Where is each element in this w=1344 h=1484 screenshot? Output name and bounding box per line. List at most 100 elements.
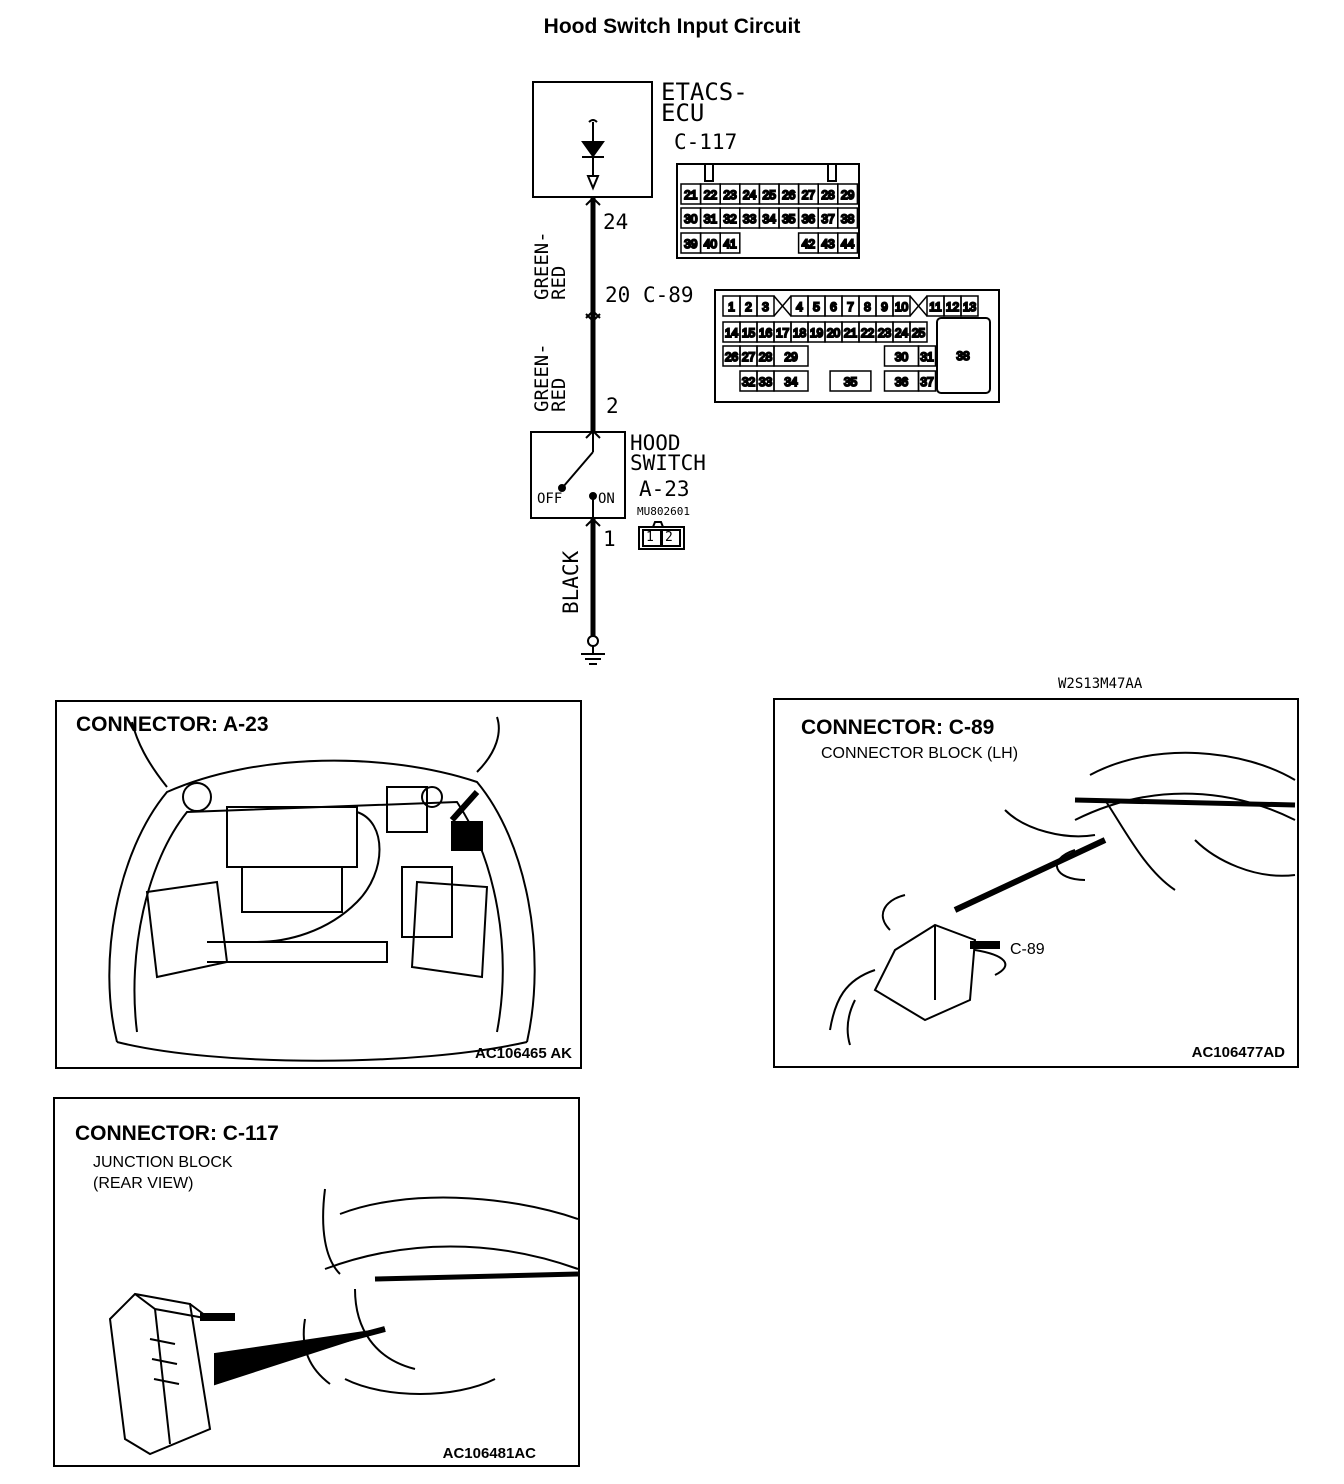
c89-pin: 6 — [830, 300, 837, 314]
c117-pin: 39 — [684, 237, 698, 251]
c89-pin: 28 — [759, 350, 773, 364]
c117-pin: 25 — [763, 188, 777, 202]
c89-pin-cell — [829, 370, 872, 392]
a23-connector-face — [638, 521, 685, 550]
c117-pin: 40 — [704, 237, 718, 251]
c89-pin: 16 — [759, 326, 773, 340]
a23-pin-a: 1 — [646, 530, 654, 545]
c117-pin: 30 — [684, 212, 698, 226]
switch-on-label: ON — [598, 491, 615, 507]
c89-pin: 34 — [784, 375, 798, 389]
c89-pin: 25 — [912, 326, 926, 340]
c89-pin-cell — [892, 295, 911, 317]
ecu-connector-id: C-117 — [674, 130, 738, 154]
engine-bay-illustration — [108, 716, 536, 1062]
c89-pin: 38 — [956, 349, 970, 363]
c89-pin: 33 — [759, 375, 773, 389]
ecu-label: ETACS- ECU — [661, 78, 748, 127]
c89-pin: 29 — [784, 350, 798, 364]
ecu-diode-symbol — [581, 119, 605, 191]
a23-pin-b: 2 — [665, 530, 673, 545]
c117-pin: 43 — [821, 237, 835, 251]
c117-pin-cell — [837, 232, 859, 254]
junction-connector-id: C-89 — [643, 283, 694, 307]
c89-pin: 19 — [810, 326, 824, 340]
c89-pin-cell — [756, 295, 775, 317]
pin-24-label: 24 — [603, 210, 629, 234]
ground-symbol — [581, 635, 605, 665]
c117-pin-cell — [837, 183, 859, 205]
c89-pin: 15 — [742, 326, 756, 340]
c89-pin: 35 — [844, 375, 858, 389]
c89-pin: 14 — [725, 326, 739, 340]
panel-a23-code: AC106465 AK — [475, 1045, 572, 1062]
c117-pin: 38 — [841, 212, 855, 226]
c89-pin: 23 — [878, 326, 892, 340]
hood-switch-part-number: MU802601 — [637, 505, 690, 518]
c89-pin: 18 — [793, 326, 807, 340]
c117-pin: 23 — [723, 188, 737, 202]
c89-pin: 13 — [963, 300, 977, 314]
hood-switch-label: HOOD SWITCH — [630, 431, 706, 475]
c89-pin: 21 — [844, 326, 858, 340]
c89-pin: 1 — [728, 300, 735, 314]
c89-pin: 22 — [861, 326, 875, 340]
panel-c117-subtitle: JUNCTION BLOCK (REAR VIEW) — [93, 1154, 233, 1192]
c89-pin: 10 — [895, 300, 909, 314]
panel-a23-title: CONNECTOR: A-23 — [76, 713, 269, 736]
c117-pin: 26 — [782, 188, 796, 202]
c89-pin: 2 — [745, 300, 752, 314]
c89-pin: 27 — [742, 350, 756, 364]
c117-pin: 24 — [743, 188, 757, 202]
wire-color-mid: GREEN- RED — [531, 343, 570, 412]
hood-switch-connector-id: A-23 — [639, 477, 690, 501]
c117-pin: 35 — [782, 212, 796, 226]
c117-pin: 28 — [821, 188, 835, 202]
c89-pin: 31 — [920, 350, 934, 364]
panel-c117-title: CONNECTOR: C-117 — [75, 1122, 279, 1145]
c117-pin: 27 — [802, 188, 816, 202]
c89-pin: 20 — [827, 326, 841, 340]
panel-c89-code: AC106477AD — [1191, 1044, 1285, 1061]
c89-pin: 30 — [895, 350, 909, 364]
c89-pin: 7 — [847, 300, 854, 314]
c89-pin-cell — [917, 370, 937, 392]
c89-pin-cell — [917, 345, 937, 367]
c117-pin: 21 — [684, 188, 698, 202]
c89-blank-cavity — [909, 295, 928, 317]
panel-connector-c117: CONNECTOR: C-117 JUNCTION BLOCK (REAR VI… — [53, 1097, 580, 1467]
c117-pin: 44 — [841, 237, 855, 251]
wire-color-bottom: BLACK — [559, 550, 583, 614]
c89-pin: 36 — [895, 375, 909, 389]
switch-off-label: OFF — [537, 491, 563, 507]
panel-c89-title: CONNECTOR: C-89 — [801, 716, 995, 739]
c89-pin: 12 — [946, 300, 960, 314]
c117-pin: 31 — [704, 212, 718, 226]
c89-pin: 17 — [776, 326, 790, 340]
c89-pin: 37 — [920, 375, 934, 389]
c117-pin: 22 — [704, 188, 718, 202]
c117-pin: 32 — [723, 212, 737, 226]
c89-pin: 3 — [762, 300, 769, 314]
c89-pin-cell — [960, 295, 979, 317]
c117-pin: 36 — [802, 212, 816, 226]
c89-pin-cell — [773, 345, 809, 367]
c117-pin: 33 — [743, 212, 757, 226]
c117-pin-cell — [837, 207, 859, 229]
junction-pin-label: 20 — [605, 283, 631, 307]
c117-pin: 37 — [821, 212, 835, 226]
hood-switch-box — [530, 431, 626, 519]
panel-c117-code: AC106481AC — [442, 1445, 536, 1462]
c117-pin: 34 — [763, 212, 777, 226]
c117-pin: 41 — [723, 237, 737, 251]
c117-pin-cell — [719, 232, 741, 254]
panel-connector-c89: CONNECTOR: C-89 CONNECTOR BLOCK (LH) C-8… — [773, 698, 1299, 1068]
dashboard-illustration — [829, 751, 1296, 1046]
c89-pin: 11 — [929, 300, 942, 314]
c89-pin: 32 — [742, 375, 756, 389]
panel-c89-subtitle: CONNECTOR BLOCK (LH) — [821, 745, 1019, 762]
panel-connector-a23: CONNECTOR: A-23 AC106465 AK — [55, 700, 582, 1069]
